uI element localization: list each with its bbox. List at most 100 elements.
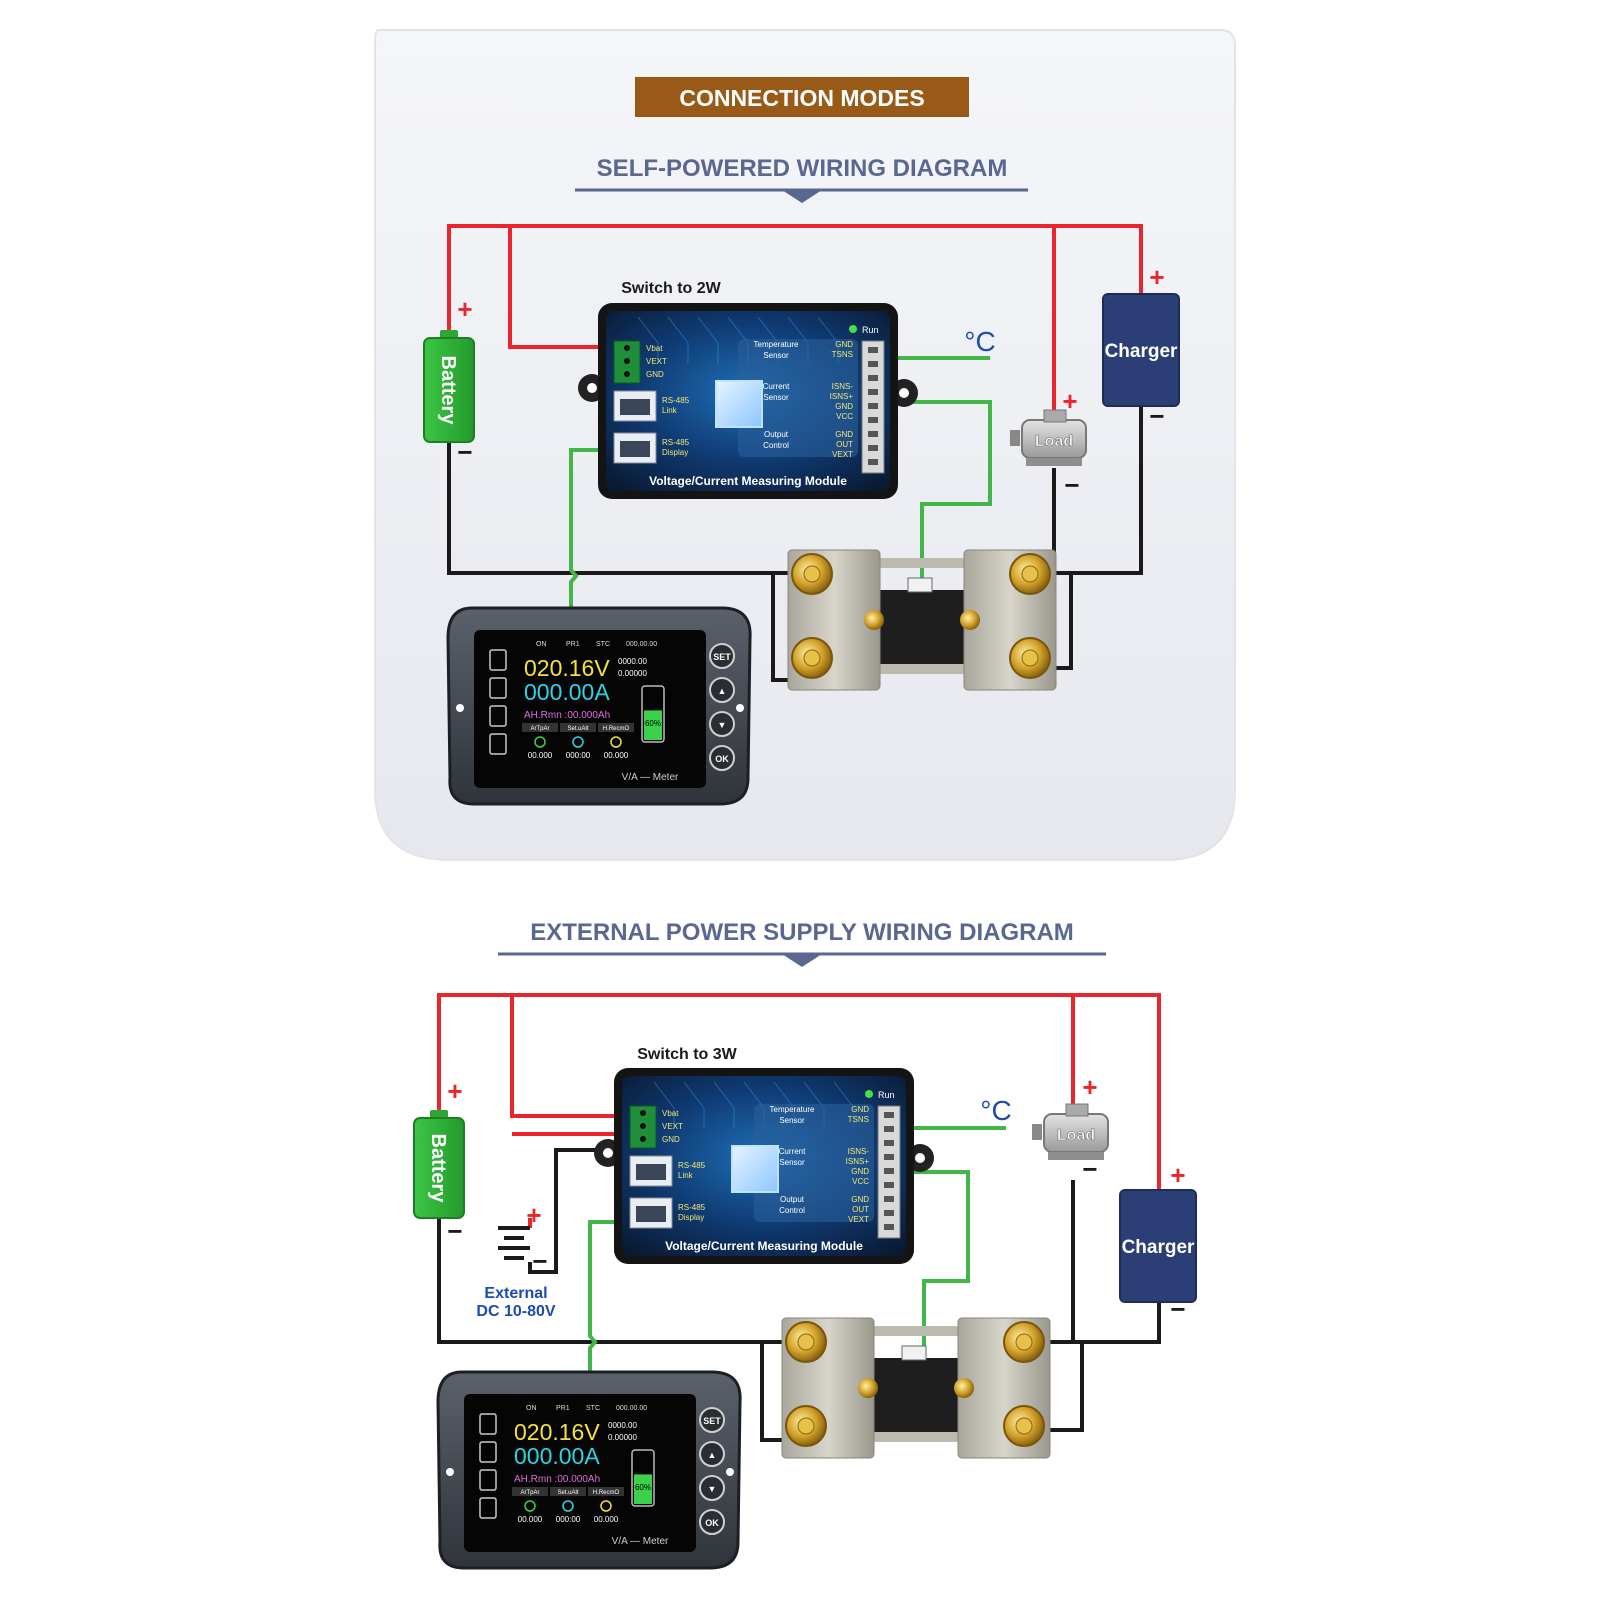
rj45-socket <box>620 441 650 457</box>
meter-button-label: SET <box>703 1416 721 1426</box>
pin-slot <box>884 1182 894 1188</box>
shunt-connector <box>901 1345 927 1361</box>
power-pin-label: VEXT <box>646 357 667 366</box>
battery-plus: + <box>447 1076 462 1106</box>
pin-label: GND <box>851 1167 869 1176</box>
pin-label: GND <box>835 402 853 411</box>
meter-stat-icon <box>524 1500 536 1512</box>
meter-stat-tab <box>522 723 558 732</box>
pin-slot <box>868 347 878 353</box>
meter-stat-tab <box>560 723 596 732</box>
meter-button-label: ▼ <box>708 1484 717 1494</box>
group-label: Control <box>763 441 789 450</box>
meter-top-bar: PR1 <box>566 641 580 648</box>
shunt-screw <box>864 610 884 630</box>
pin-label: VEXT <box>832 450 853 459</box>
shunt-bolt-center <box>803 565 821 583</box>
shunt-bolt-center <box>1021 649 1039 667</box>
meter-stat-label: Set.uAlt <box>557 1490 578 1496</box>
meter-button <box>709 643 735 669</box>
pin-label: GND <box>851 1105 869 1114</box>
meter-screw <box>726 1468 734 1476</box>
port-label: Link <box>662 406 678 415</box>
load-label: Load <box>1035 433 1073 450</box>
meter-button <box>709 745 735 771</box>
module-ear-hole <box>603 1148 613 1158</box>
wire-battery-negative <box>437 1218 800 1344</box>
board-trace <box>713 1081 735 1128</box>
meter-top-bar: PR1 <box>556 1405 570 1412</box>
pin-label: VEXT <box>848 1215 869 1224</box>
group-label: Current <box>779 1147 806 1156</box>
load-shaft <box>1010 430 1020 446</box>
meter-stat-label: ArTpAr <box>520 1490 539 1496</box>
rj45-socket <box>620 399 650 415</box>
meter-side-icon <box>489 705 507 727</box>
chip <box>731 1145 779 1193</box>
title-arrow <box>782 954 822 967</box>
load: Load <box>1032 1103 1109 1160</box>
run-led <box>849 325 857 333</box>
module-ear-hole <box>899 388 909 398</box>
module-ear-hole <box>587 383 597 393</box>
pin-label: GND <box>835 340 853 349</box>
meter-stat-value: 00.000 <box>594 1515 619 1524</box>
meter-stat-value: 00.000 <box>604 751 629 760</box>
external-minus: − <box>532 1246 547 1276</box>
meter-button-label: SET <box>713 652 731 662</box>
meter-button <box>699 1475 725 1501</box>
meter-side-icon <box>479 1497 497 1519</box>
shunt-strip-top <box>842 1326 1042 1336</box>
shunt-screw <box>960 610 980 630</box>
port-label: Display <box>662 448 688 457</box>
run-label: Run <box>878 1090 895 1100</box>
battery-label: Battery <box>437 356 459 426</box>
meter-button <box>709 711 735 737</box>
pin-slot <box>868 389 878 395</box>
power-pin-label: Vbat <box>662 1109 679 1118</box>
shunt-strip-bottom <box>848 664 1048 674</box>
pin-slot <box>868 431 878 437</box>
port-label: RS-485 <box>678 1203 706 1212</box>
meter-top-bar: STC <box>586 1405 600 1412</box>
load-base <box>1048 1152 1104 1160</box>
pin-slot <box>884 1126 894 1132</box>
switch-label: Switch to 3W <box>637 1046 737 1063</box>
pin-label: ISNS- <box>832 382 854 391</box>
load-top <box>1043 409 1067 423</box>
shunt-strip-top <box>848 558 1048 568</box>
module-title: Voltage/Current Measuring Module <box>649 474 847 488</box>
meter-screw <box>736 704 744 712</box>
pin-label: VCC <box>852 1177 869 1186</box>
battery-minus: − <box>457 437 472 467</box>
pin-label: OUT <box>836 440 853 449</box>
run-label: Run <box>862 325 879 335</box>
meter-button <box>699 1441 725 1467</box>
connection-modes-title: CONNECTION MODES <box>679 85 924 111</box>
meter-button <box>709 677 735 703</box>
diagram-title: EXTERNAL POWER SUPPLY WIRING DIAGRAM <box>530 919 1074 946</box>
meter-stat-label: H.RecmO <box>603 726 630 732</box>
meter-stat-value: 000:00 <box>566 751 591 760</box>
meter-button-label: OK <box>705 1518 719 1528</box>
charger-plus: + <box>1170 1160 1185 1190</box>
meter-stat-icon <box>610 736 622 748</box>
battery-plus: + <box>457 294 472 324</box>
wire-shunt-right-loop <box>1040 1340 1084 1432</box>
meter-stat-tab <box>598 723 634 732</box>
group-label: Current <box>763 382 790 391</box>
wire-display-cable <box>569 448 611 615</box>
meter-percent: 60% <box>645 719 661 728</box>
meter-battery-fill <box>644 710 662 740</box>
power-pin-label: GND <box>646 370 664 379</box>
pin-slot <box>868 375 878 381</box>
battery: Battery <box>413 1110 465 1219</box>
pin-label: ISNS- <box>848 1147 870 1156</box>
pin-slot <box>884 1224 894 1230</box>
pin-label: ISNS+ <box>830 392 854 401</box>
battery: Battery <box>423 330 475 443</box>
meter-button <box>699 1509 725 1535</box>
load-top <box>1065 1103 1089 1117</box>
